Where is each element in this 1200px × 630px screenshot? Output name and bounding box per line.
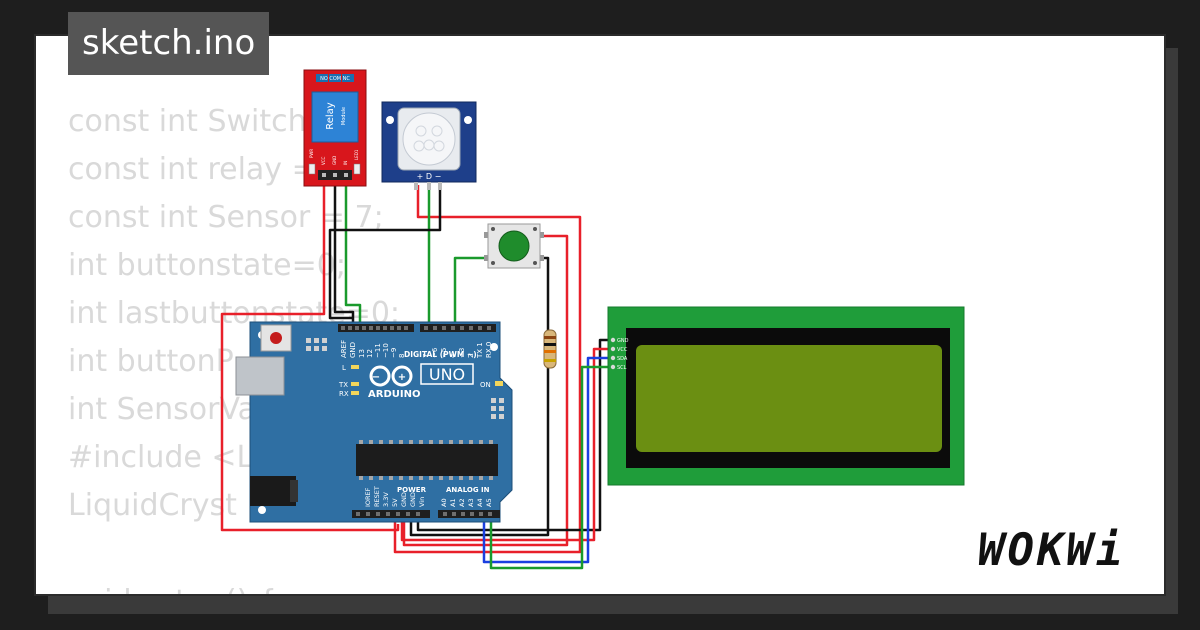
relay-module[interactable]: NO COM NC Relay Module PWR LED1 VCC GND … [303, 69, 367, 187]
code-background: const int Switch const int relay = 8; co… [68, 98, 449, 594]
pin-label: AREF [340, 340, 348, 358]
wire-lcd-scl [489, 365, 612, 570]
power-pin-label: GND [400, 492, 408, 507]
wire-lcd-gnd [416, 338, 612, 532]
code-line: int SensorVa [68, 392, 257, 427]
filename-tab[interactable]: sketch.ino [68, 12, 270, 75]
lcd-pin-label: GND [617, 338, 629, 344]
analog-pin-label: A3 [467, 498, 475, 507]
wire-pir-gnd [328, 185, 442, 320]
relay-pin-label: IN [343, 161, 348, 165]
pir-dome-icon [402, 112, 456, 166]
analog-pin-label: A0 [440, 498, 448, 507]
wire-lcd-vcc [400, 347, 612, 542]
code-line: int buttonstate=0; [68, 248, 346, 283]
led-label: RX [339, 390, 349, 398]
relay-pin-label: GND [332, 156, 337, 165]
analog-pin-label: A4 [476, 498, 484, 507]
pin-label: 2 [467, 354, 475, 358]
analog-pin-label: A2 [458, 498, 466, 507]
power-jack [250, 476, 296, 506]
code-line: const int Switch [68, 104, 307, 139]
resistor[interactable] [543, 329, 557, 369]
power-pin-label: 5V [391, 498, 399, 507]
power-pin-label: 3.3V [382, 492, 390, 507]
lcd-screen [636, 345, 942, 452]
relay-subtitle: Module [341, 107, 347, 125]
power-pin-label: RESET [373, 486, 381, 507]
pin-label: RX 0 [485, 342, 493, 358]
wire-relay-in [344, 182, 362, 330]
lcd-pin-label: SCL [617, 365, 627, 371]
board-model: UNO [429, 365, 465, 384]
wire-lcd-sda [482, 356, 612, 564]
pin-label: ~3 [458, 348, 466, 358]
power-pin-label: IOREF [364, 487, 372, 507]
pir-sensor[interactable]: + D − [381, 101, 477, 190]
power-pin-label: GND [409, 492, 417, 507]
pin-label: ~9 [390, 348, 398, 358]
pir-pin-labels: + D − [417, 172, 442, 181]
wire-button-resistor [409, 256, 550, 537]
led-label: TX [338, 381, 348, 389]
pin-label: 12 [366, 349, 374, 358]
svg-text:−: − [372, 372, 380, 383]
relay-led-icon [308, 163, 316, 175]
button-cap-icon [498, 230, 530, 262]
pin-label: 8 [398, 354, 406, 358]
relay-top-pins: NO COM NC [320, 76, 350, 82]
pin-label: GND [349, 342, 357, 358]
relay-power-label: PWR [309, 149, 314, 158]
lcd-display[interactable]: GND VCC SDA SCL [607, 306, 965, 486]
relay-led-icon [353, 163, 361, 175]
digital-label: DIGITAL (PWM ~) [404, 350, 477, 359]
code-line: void setup() { [68, 584, 277, 594]
wire-pir-vcc [393, 185, 582, 554]
usb-port [235, 356, 285, 396]
pin-label: ~5 [440, 348, 448, 358]
wire-relay-gnd [333, 182, 355, 330]
reset-icon [270, 332, 282, 344]
relay-pin-label: VCC [321, 156, 326, 165]
power-label: POWER [397, 486, 427, 494]
lcd-pin-label: VCC [617, 347, 628, 353]
analog-pin-label: A1 [449, 498, 457, 507]
pin-label: ~11 [374, 343, 382, 358]
board-brand: ARDUINO [368, 389, 420, 400]
power-pin-label: Vin [418, 497, 426, 507]
pin-label: TX 1 [476, 342, 484, 359]
analog-label: ANALOG IN [446, 486, 490, 494]
lcd-pin-label: SDA [617, 356, 628, 362]
led-label: ON [480, 381, 491, 389]
led-label: L [342, 364, 346, 372]
wire-button-signal [453, 256, 488, 330]
wire-relay-vcc [220, 182, 400, 532]
arduino-uno[interactable]: AREF GND 13 12 ~11 ~10 ~9 8 7 ~6 ~5 4 ~3… [235, 321, 513, 523]
pin-label: 13 [358, 349, 366, 358]
wire-button-vcc [402, 234, 569, 547]
wokwi-logo: WOKWi [978, 525, 1126, 576]
code-line: int buttonP [68, 344, 234, 379]
pin-label: 4 [449, 353, 457, 358]
relay-title: Relay [325, 102, 336, 130]
atmega-chip [356, 444, 498, 476]
pin-label: ~6 [431, 347, 439, 358]
svg-text:+: + [398, 372, 406, 383]
relay-led-label: LED1 [354, 149, 359, 160]
analog-pin-label: A5 [485, 498, 493, 507]
pin-label: 7 [422, 354, 430, 358]
pin-label: ~10 [382, 343, 390, 358]
push-button[interactable] [484, 223, 544, 269]
arduino-logo-icon [369, 365, 413, 387]
